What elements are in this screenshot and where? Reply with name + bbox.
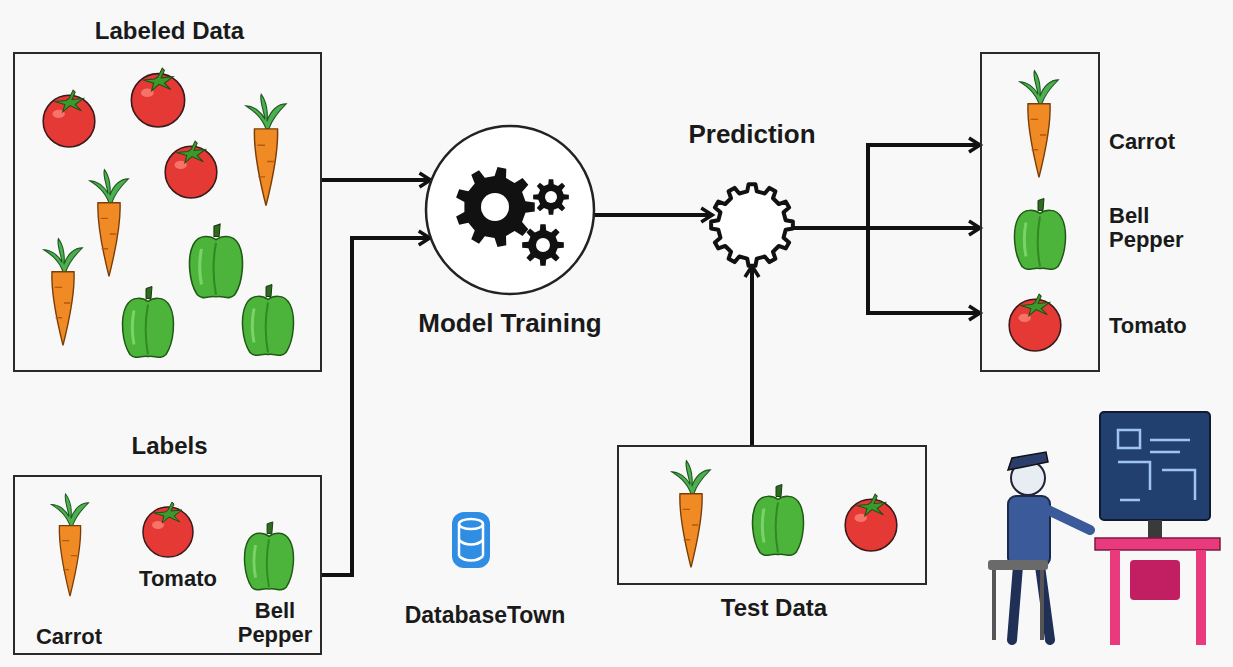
box-heading: Labeled Data — [15, 18, 324, 44]
box-heading: Test Data — [619, 595, 929, 621]
output-label: Tomato — [1109, 314, 1209, 338]
gear-circle — [425, 125, 595, 295]
class-label: Bell Pepper — [231, 599, 319, 647]
class-label: Carrot — [21, 625, 117, 649]
step-label: Prediction — [637, 120, 867, 149]
labeled-data-box: Labeled Data — [13, 52, 322, 372]
output-label: Bell Pepper — [1109, 204, 1209, 252]
class-label: Tomato — [123, 567, 233, 591]
test-data-box: Test Data — [617, 445, 927, 585]
logo-icon — [452, 512, 490, 568]
model-training-circle: Model Training — [425, 125, 595, 295]
step-label: Model Training — [370, 309, 650, 338]
flow-arrow — [322, 178, 430, 182]
flow-arrow — [750, 266, 754, 445]
prediction-gear: Prediction — [707, 180, 797, 270]
labels-box: LabelsCarrotTomatoBell Pepper — [13, 475, 322, 655]
box-heading: Labels — [15, 433, 324, 459]
output-label: Carrot — [1109, 130, 1209, 154]
flow-arrow — [793, 145, 980, 228]
flow-arrow — [793, 228, 980, 313]
brand-name: DatabaseTown — [360, 603, 610, 628]
person-computer-figure — [988, 412, 1220, 645]
gear-symbol — [707, 180, 797, 270]
flow-arrow — [322, 238, 430, 575]
flow-arrow — [595, 213, 712, 217]
prediction-output-box: CarrotBell PepperTomato — [980, 52, 1100, 372]
